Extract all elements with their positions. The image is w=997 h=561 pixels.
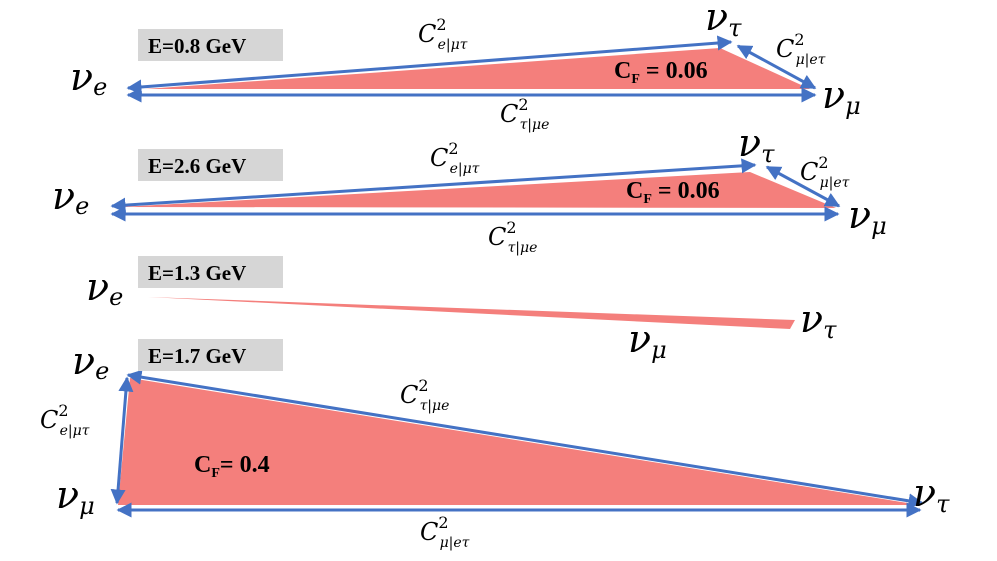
nu-mu-label: νμ [628,317,667,364]
nu-tau-label: ντ [800,297,837,344]
nu-e-label: νe [52,174,89,220]
nu-mu-label: νμ [56,473,95,520]
nu-mu-label: νμ [848,193,887,240]
flavor-triangle [118,378,920,505]
energy-box [138,339,283,371]
nu-tau-label: ντ [738,121,775,168]
energy-box [138,29,283,61]
arrow-tau-mu [765,165,841,208]
coherence-factor-label: CF = 0.06 [614,58,708,87]
energy-label: E=1.7 GeV [148,344,246,368]
energy-label: E=0.8 GeV [148,34,246,58]
energy-label: E=1.3 GeV [148,261,246,285]
arrow-tau-mu [736,44,817,90]
energy-label: E=2.6 GeV [148,154,246,178]
flavor-triangle [148,297,795,329]
arrow-e-tau [110,158,757,213]
nu-e-label: νe [70,55,107,101]
nu-e-label: νe [72,339,109,385]
arrow-e-mu [110,376,134,505]
nu-tau-label: ντ [705,0,742,42]
arrow-e-tau [126,35,733,95]
coherence-factor-label: CF = 0.06 [626,178,720,207]
energy-box [138,256,283,288]
nu-mu-label: νμ [822,73,861,120]
energy-box [138,149,283,181]
nu-e-label: νe [86,265,123,311]
panel-e-1-3: E=1.3 GeV νe ντ νμ [86,256,837,364]
nu-tau-label: ντ [913,471,950,518]
coherence-factor-label: CF= 0.4 [194,452,270,481]
arrow-e-tau [126,369,924,509]
